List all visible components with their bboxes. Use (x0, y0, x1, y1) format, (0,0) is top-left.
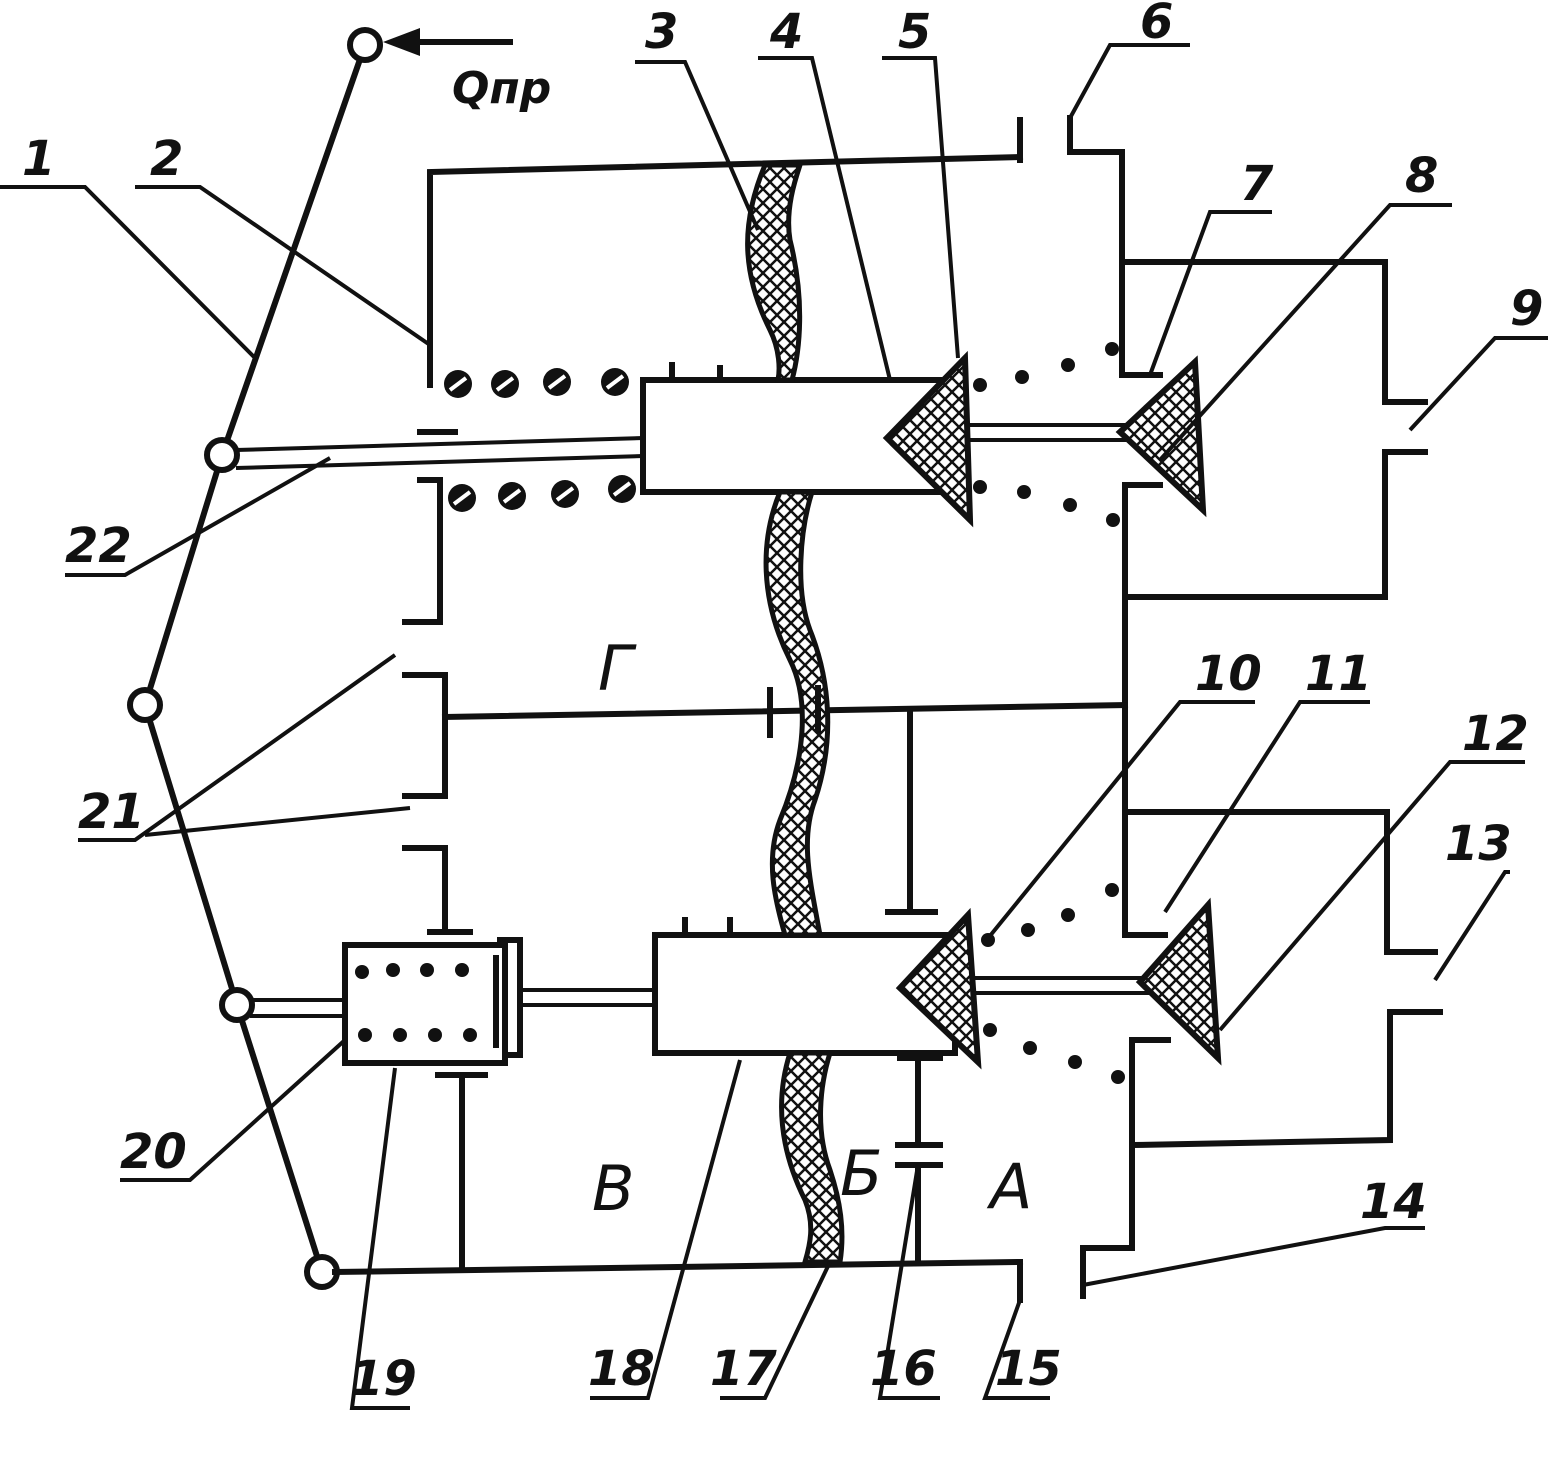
damper-balls (355, 963, 477, 1042)
callout-9: 9 (1510, 281, 1543, 337)
lever-node-upper (204, 437, 240, 473)
upper-nozzle-right (1115, 355, 1207, 518)
callout-21: 21 (78, 784, 145, 840)
lower-ball-rows (981, 883, 1125, 1084)
lever-node-top (347, 27, 383, 63)
lever-node-lower (219, 987, 255, 1023)
callout-16: 16 (870, 1341, 937, 1397)
callout-14: 14 (1360, 1174, 1427, 1230)
callout-1: 1 (22, 131, 55, 187)
upper-chamber (402, 115, 1428, 938)
lower-nozzle-left (895, 907, 982, 1070)
lower-flapper-rod (970, 976, 1150, 995)
callout-19: 19 (350, 1351, 417, 1407)
callout-2: 2 (150, 131, 183, 187)
zone-v-label: В (592, 1152, 635, 1225)
lever-node-middle (127, 687, 163, 723)
zone-b-label: Б (840, 1137, 883, 1210)
upper-nozzle-left (882, 350, 974, 528)
callout-4: 4 (769, 4, 803, 60)
callout-3: 3 (645, 4, 678, 60)
zone-g-label: Г (598, 632, 637, 705)
solenoid-coil (444, 368, 636, 512)
callout-12: 12 (1462, 706, 1529, 762)
lower-chamber (331, 809, 1443, 1303)
upper-rod (235, 436, 644, 470)
callout-5: 5 (898, 4, 931, 60)
membrane-mid (763, 489, 831, 938)
lower-nozzle-right (1135, 897, 1222, 1066)
callout-8: 8 (1405, 148, 1438, 204)
upper-ball-rows (973, 342, 1120, 527)
callout-10: 10 (1195, 646, 1262, 702)
callout-22: 22 (65, 518, 132, 574)
callout-20: 20 (120, 1124, 187, 1180)
membrane-bottom (779, 1050, 845, 1265)
callout-18: 18 (588, 1341, 655, 1397)
callout-numbers: 1 2 3 4 5 6 7 8 9 10 11 12 13 14 15 16 1… (22, 0, 1543, 1407)
damper-box (342, 942, 508, 1066)
input-arrow (383, 28, 513, 56)
leader-lines (0, 43, 1548, 1410)
callout-17: 17 (710, 1341, 777, 1397)
lever-linkage (127, 27, 383, 1290)
membrane (745, 162, 804, 383)
callout-11: 11 (1305, 646, 1372, 702)
input-flow-label: Qпр (452, 63, 551, 114)
callout-13: 13 (1445, 816, 1512, 872)
zone-a-label: А (986, 1150, 1032, 1223)
callout-15: 15 (995, 1341, 1062, 1397)
callout-6: 6 (1140, 0, 1173, 50)
callout-7: 7 (1240, 156, 1274, 212)
upper-flapper-rod (955, 423, 1140, 442)
lower-rod (250, 988, 655, 1018)
